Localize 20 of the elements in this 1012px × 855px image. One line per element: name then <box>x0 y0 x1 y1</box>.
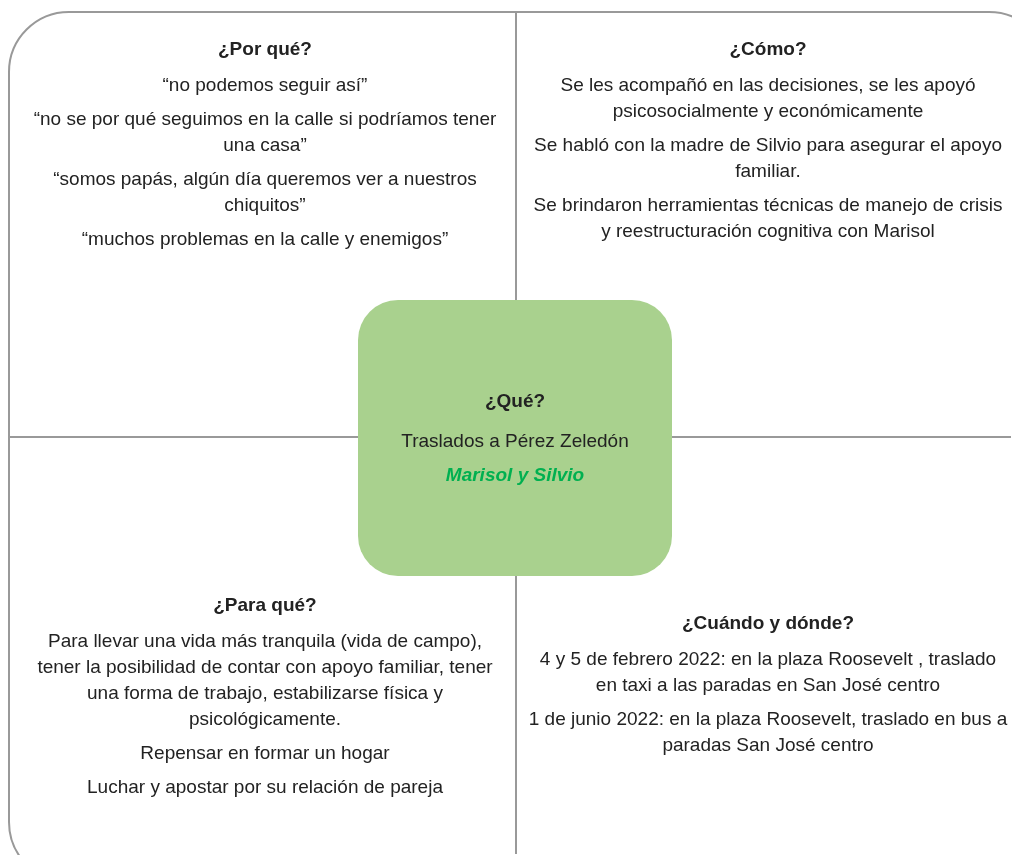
body-text: Se les acompañó en las decisiones, se les apoyó psicosocialmente y económicamente <box>559 73 977 123</box>
body-text: “somos papás, algún día queremos ver a nuestros chiquitos” <box>52 167 478 217</box>
body-text: Para llevar una vida más tranquila (vida de campo), tener la posibilidad de contar con apoyo familiar, tener una forma de trabajo, estabilizarse física y psicológicamente. <box>36 629 494 731</box>
heading: ¿Cuándo y dónde? <box>680 611 855 635</box>
body-text: Se habló con la madre de Silvio para asegurar el apoyo familiar. <box>533 133 1003 183</box>
body-text: Se brindaron herramientas técnicas de manejo de crisis y reestructuración cognitiva con Marisol <box>532 193 1004 243</box>
body-text: Repensar en formar un hogar <box>139 741 391 765</box>
heading: ¿Para qué? <box>212 593 318 617</box>
heading: ¿Cómo? <box>728 37 808 61</box>
body-text: 4 y 5 de febrero 2022: en la plaza Roosevelt , traslado en taxi a las paradas en San José centro <box>538 647 998 697</box>
body-text: Luchar y apostar por su relación de pareja <box>86 775 444 799</box>
names-text: Marisol y Silvio <box>445 463 585 487</box>
body-text: “no se por qué seguimos en la calle si podríamos tener una casa” <box>32 107 498 157</box>
body-text: “no podemos seguir así” <box>161 73 369 97</box>
body-text: “muchos problemas en la calle y enemigos” <box>80 227 450 251</box>
heading: ¿Qué? <box>484 389 546 413</box>
heading: ¿Por qué? <box>217 37 313 61</box>
center-box <box>358 300 672 576</box>
body-text: 1 de junio 2022: en la plaza Roosevelt, traslado en bus a paradas San José centro <box>528 707 1008 757</box>
body-text: Traslados a Pérez Zeledón <box>401 429 629 453</box>
